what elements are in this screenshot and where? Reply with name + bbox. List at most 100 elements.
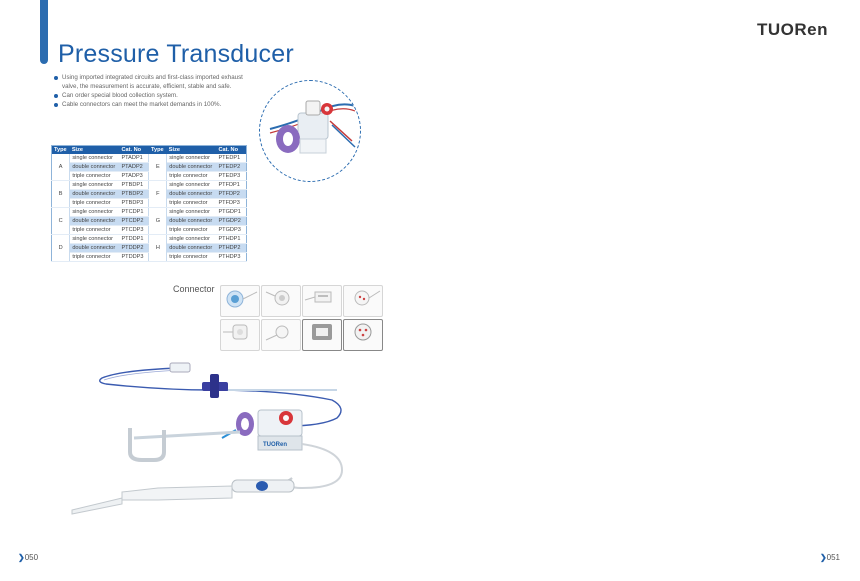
connector-image	[354, 290, 381, 306]
type-cell: F	[148, 180, 168, 208]
connector-tile	[343, 319, 383, 351]
cat-no-cell: PTGDP1	[216, 207, 247, 217]
accent-bar	[40, 0, 48, 64]
cat-no-cell: PTFDP1	[216, 180, 247, 190]
size-cell: triple connector	[69, 252, 120, 262]
connector-image	[312, 324, 332, 340]
transducer-closeup-svg	[269, 100, 356, 154]
cat-no-cell: PTFDP2	[216, 189, 247, 199]
cat-no-cell: PTADP1	[119, 154, 150, 163]
column-header: Size	[69, 145, 120, 154]
cat-no-cell: PTGDP3	[216, 225, 247, 235]
connector-tile	[343, 285, 383, 317]
size-cell: triple connector	[166, 171, 217, 181]
connector-heading: Connector	[173, 284, 215, 294]
connector-image	[223, 324, 248, 340]
feature-item: Cable connectors can meet the market dem…	[53, 100, 243, 109]
size-cell: double connector	[166, 243, 217, 253]
column-header: Cat. No	[216, 145, 247, 154]
connector-tile	[220, 319, 260, 351]
transducer-product-image: TUORen	[62, 360, 362, 530]
size-cell: single connector	[69, 207, 120, 217]
cat-no-cell: PTBDP1	[119, 180, 150, 190]
chevron-right-icon: ❯	[18, 553, 25, 562]
cat-no-cell: PTEDP2	[216, 162, 247, 172]
size-cell: triple connector	[166, 198, 217, 208]
brand-logo: TUORen	[757, 20, 828, 40]
connector-tile	[261, 285, 301, 317]
cat-no-cell: PTCDP3	[119, 225, 150, 235]
cat-no-cell: PTBDP2	[119, 189, 150, 199]
size-cell: single connector	[166, 154, 217, 163]
svg-text:TUORen: TUORen	[263, 442, 287, 448]
connector-image	[226, 290, 258, 308]
cat-no-cell: PTFDP3	[216, 198, 247, 208]
type-cell: D	[51, 234, 71, 262]
type-cell: E	[148, 154, 168, 181]
connector-image	[265, 290, 290, 306]
page-title: Pressure Transducer	[58, 40, 294, 68]
cat-no-cell: PTDDP3	[119, 252, 150, 262]
size-cell: single connector	[69, 180, 120, 190]
type-cell: A	[51, 154, 71, 181]
transducer-closeup-image	[259, 80, 361, 182]
size-cell: triple connector	[69, 198, 120, 208]
cat-no-cell: PTEDP3	[216, 171, 247, 181]
size-cell: single connector	[69, 154, 120, 163]
size-cell: double connector	[69, 216, 120, 226]
size-cell: double connector	[69, 243, 120, 253]
size-cell: double connector	[69, 189, 120, 199]
connector-image	[265, 325, 289, 341]
chevron-right-icon: ❯	[819, 553, 827, 562]
connector-tile	[302, 285, 342, 317]
cat-no-cell: PTDDP2	[119, 243, 150, 253]
size-cell: single connector	[69, 234, 120, 244]
column-header: Cat. No	[119, 145, 149, 154]
cat-no-cell: PTGDP2	[216, 216, 247, 226]
page-number-left: ❯050	[18, 553, 38, 562]
feature-list: Using imported integrated circuits and f…	[53, 73, 243, 109]
cat-no-cell: PTADP2	[119, 162, 150, 172]
connector-tile	[261, 319, 301, 351]
feature-item: Using imported integrated circuits and f…	[53, 73, 243, 91]
page-number-left-value: 050	[24, 553, 39, 562]
connector-tile	[220, 285, 260, 317]
cat-no-cell: PTCDP2	[119, 216, 150, 226]
column-header: Size	[166, 145, 217, 154]
size-cell: double connector	[166, 216, 217, 226]
cat-no-cell: PTHDP1	[216, 234, 247, 244]
size-cell: triple connector	[69, 225, 120, 235]
cat-no-cell: PTHDP3	[216, 252, 247, 262]
column-header: Type	[148, 145, 167, 154]
cat-no-cell: PTEDP1	[216, 154, 247, 163]
size-cell: triple connector	[166, 252, 217, 262]
cat-no-cell: PTBDP3	[119, 198, 150, 208]
size-cell: double connector	[69, 162, 120, 172]
cat-no-cell: PTCDP1	[119, 207, 150, 217]
size-cell: single connector	[166, 207, 217, 217]
size-cell: single connector	[166, 234, 217, 244]
connector-grid	[220, 285, 383, 351]
page-number-right-value: 051	[826, 553, 840, 562]
page-number-right: ❯051	[820, 553, 840, 562]
cat-no-cell: PTADP3	[119, 171, 150, 181]
type-cell: B	[51, 180, 71, 208]
feature-item: Can order special blood collection syste…	[53, 91, 243, 100]
column-header: Type	[51, 145, 70, 154]
cat-no-cell: PTHDP2	[216, 243, 247, 253]
brand-logo-text: TUORen	[757, 20, 828, 39]
type-cell: G	[148, 207, 168, 235]
connector-tile	[302, 319, 342, 351]
connector-image	[354, 323, 372, 341]
